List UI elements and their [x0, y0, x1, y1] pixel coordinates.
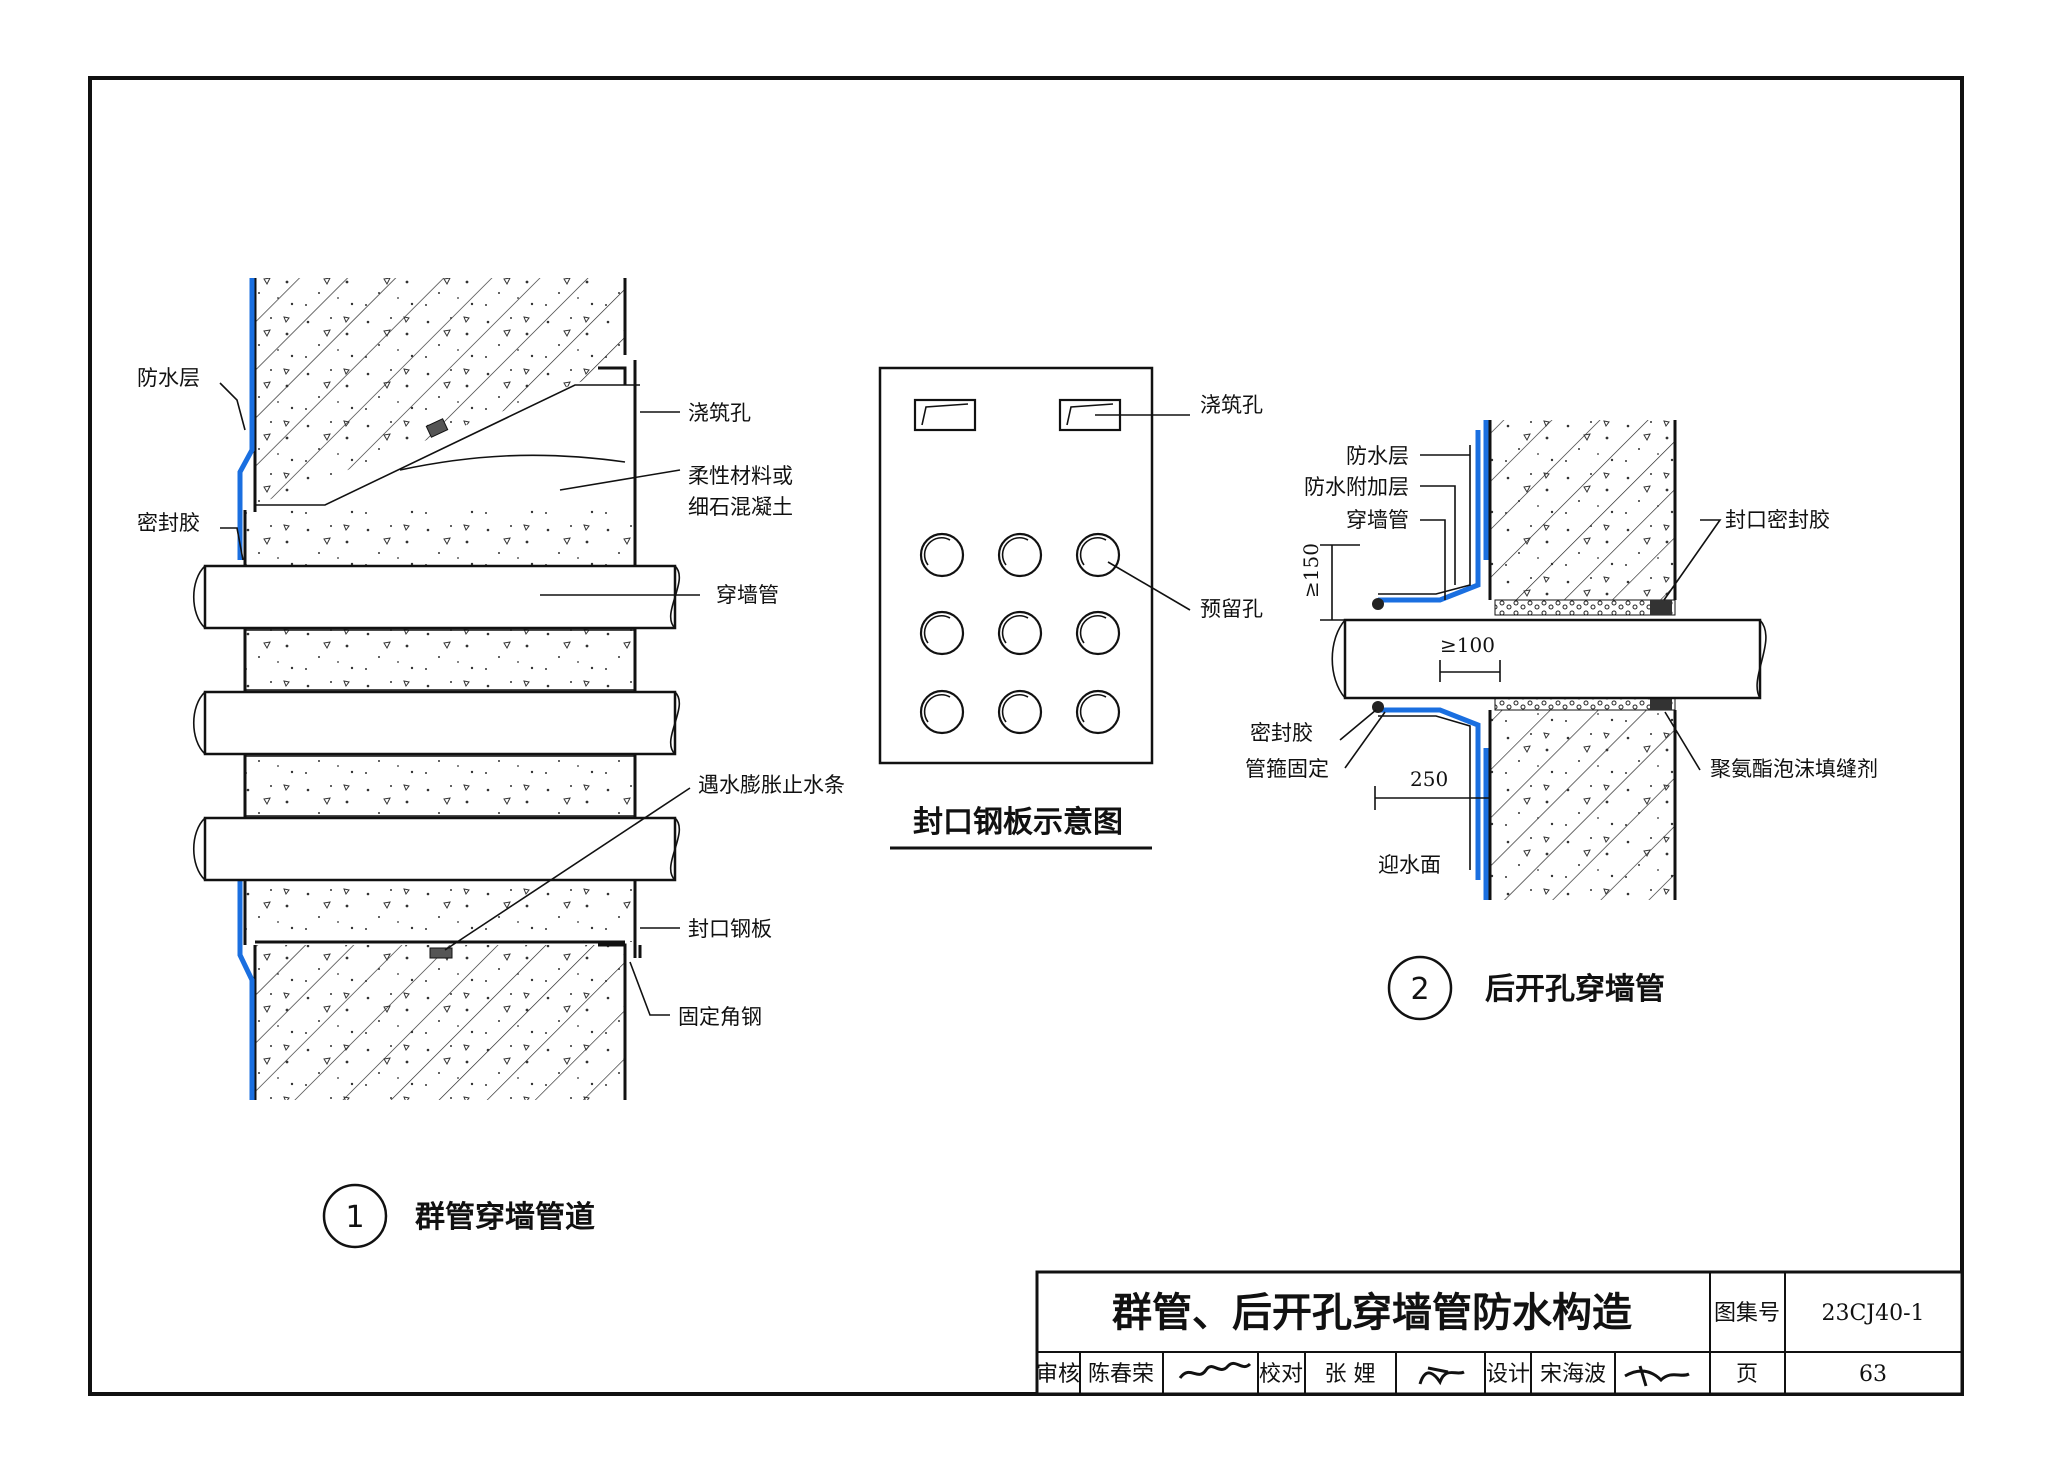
title-block: 群管、后开孔穿墙管防水构造 图集号 23CJ40-1 审核 陈春荣 校对 张 娌… — [1035, 1270, 1964, 1396]
atlas-label: 图集号 — [1714, 1301, 1780, 1326]
reserved-hole — [997, 532, 1043, 578]
leader-d2-seal-glue — [1663, 519, 1722, 601]
label-reserved-hole: 预留孔 — [1200, 597, 1263, 621]
sheet-border — [88, 76, 1964, 1396]
label-d2-hoop: 管箍固定 — [1245, 757, 1329, 781]
label-plate-pour-hole: 浇筑孔 — [1200, 393, 1263, 417]
checker-name: 张 娌 — [1325, 1362, 1376, 1387]
label-seal-plate: 封口钢板 — [688, 917, 772, 941]
label-wall-pipe: 穿墙管 — [716, 583, 779, 607]
leader-angle — [629, 961, 670, 1016]
leader-d2-wall-pipe — [1420, 519, 1446, 600]
dim-150-lines — [1320, 544, 1360, 621]
pipe-3 — [193, 816, 681, 882]
detail-2-number: 2 — [1410, 972, 1429, 1007]
label-d2-seal-glue: 封口密封胶 — [1725, 508, 1830, 532]
reserved-hole — [1075, 689, 1121, 735]
pu-foam-upper — [1494, 599, 1676, 616]
detail-1-caption: 群管穿墙管道 — [415, 1200, 595, 1235]
leader-waterproof — [219, 382, 246, 431]
check-label: 校对 — [1259, 1362, 1303, 1387]
reserved-hole — [1075, 610, 1121, 656]
label-angle-steel: 固定角钢 — [678, 1005, 762, 1029]
detail-1-marker — [322, 1183, 388, 1249]
review-label: 审核 — [1036, 1362, 1080, 1387]
reserved-hole — [1075, 532, 1121, 578]
dim-250-text: 250 — [1410, 767, 1448, 791]
leader-d2-sealant — [1339, 709, 1377, 741]
page-label: 页 — [1736, 1362, 1758, 1387]
reviewer-signature — [1178, 1361, 1252, 1379]
label-waterproof-layer: 防水层 — [137, 366, 200, 390]
upper-wall — [253, 278, 627, 512]
seal-plate-schematic: 浇筑孔 预留孔 封口钢板示意图 — [878, 366, 1263, 850]
seal-plate-caption: 封口钢板示意图 — [913, 805, 1123, 840]
checker-signature — [1418, 1366, 1465, 1386]
pour-hole-left — [913, 398, 977, 432]
detail-2-marker — [1387, 955, 1453, 1021]
pipe-gap-lines — [245, 629, 635, 817]
reserved-hole — [997, 610, 1043, 656]
water-stop-strip-upper — [425, 418, 449, 438]
label-d2-pu-foam: 聚氨酯泡沫填缝剂 — [1710, 757, 1878, 781]
design-label: 设计 — [1486, 1362, 1530, 1387]
waterproof-layer-upper — [237, 278, 255, 560]
angle-steel — [598, 366, 642, 958]
detail-2-caption: 后开孔穿墙管 — [1485, 972, 1665, 1007]
seal-glue-upper — [1650, 600, 1672, 615]
designer-name: 宋海波 — [1540, 1362, 1606, 1387]
dim-250-lines — [1374, 786, 1491, 810]
fill-boundary — [399, 454, 626, 471]
leader-water-stop — [444, 787, 691, 951]
reviewer-name: 陈春荣 — [1088, 1362, 1154, 1387]
detail-2-post-drilled: ≥150 ≥100 250 防水层 防水附加层 穿墙管 封口密封胶 密封胶 管箍… — [1245, 420, 1878, 1021]
waterproof-layer-lower — [237, 880, 255, 1100]
wall-lower — [1488, 710, 1677, 900]
sealant-bead-top — [1372, 598, 1384, 610]
leader-reserved — [1107, 561, 1191, 611]
dim-100-text: ≥100 — [1440, 633, 1495, 657]
lower-wall — [253, 945, 627, 1100]
reserved-holes — [919, 532, 1121, 735]
waterproof-layer-bottom — [1378, 707, 1489, 900]
designer-signature — [1624, 1365, 1690, 1387]
reserved-hole — [919, 689, 965, 735]
leader-d2-additional — [1420, 485, 1456, 585]
label-fill-line2: 细石混凝土 — [688, 495, 793, 519]
label-sealant: 密封胶 — [137, 511, 200, 535]
label-d2-water-face: 迎水面 — [1378, 853, 1441, 877]
label-d2-waterproof: 防水层 — [1346, 444, 1409, 468]
label-d2-additional: 防水附加层 — [1304, 475, 1409, 499]
leader-d2-pu-foam — [1664, 711, 1701, 771]
leader-d2-hoop — [1344, 711, 1386, 769]
detail-1-group-pipes: 防水层 密封胶 浇筑孔 柔性材料或 细石混凝土 穿墙管 遇水膨胀止水条 封口钢板… — [137, 278, 845, 1249]
leader-sealant — [220, 527, 244, 561]
dim-100-lines — [1439, 660, 1501, 682]
pipe-2 — [193, 690, 681, 756]
reserved-hole — [919, 532, 965, 578]
pipe-1 — [193, 564, 681, 630]
label-water-stop: 遇水膨胀止水条 — [698, 773, 845, 797]
sloped-pour-surface — [255, 384, 640, 506]
label-d2-wall-pipe: 穿墙管 — [1346, 508, 1409, 532]
wall-pipe-2 — [1331, 618, 1767, 700]
page-number: 63 — [1859, 1362, 1887, 1387]
label-fill-line1: 柔性材料或 — [688, 464, 793, 488]
reserved-hole — [997, 689, 1043, 735]
atlas-number: 23CJ40-1 — [1821, 1301, 1924, 1326]
detail-1-number: 1 — [345, 1200, 364, 1235]
label-d2-sealant: 密封胶 — [1250, 721, 1313, 745]
sheet-title: 群管、后开孔穿墙管防水构造 — [1112, 1290, 1632, 1336]
water-stop-strip-lower — [429, 947, 453, 959]
seal-glue-lower — [1650, 696, 1672, 710]
waterproof-layer-top — [1378, 420, 1489, 603]
leader-fill — [559, 469, 681, 491]
reserved-hole — [919, 610, 965, 656]
dim-150-text: ≥150 — [1299, 543, 1323, 598]
wall-upper — [1488, 420, 1677, 600]
label-pour-hole: 浇筑孔 — [688, 401, 751, 425]
